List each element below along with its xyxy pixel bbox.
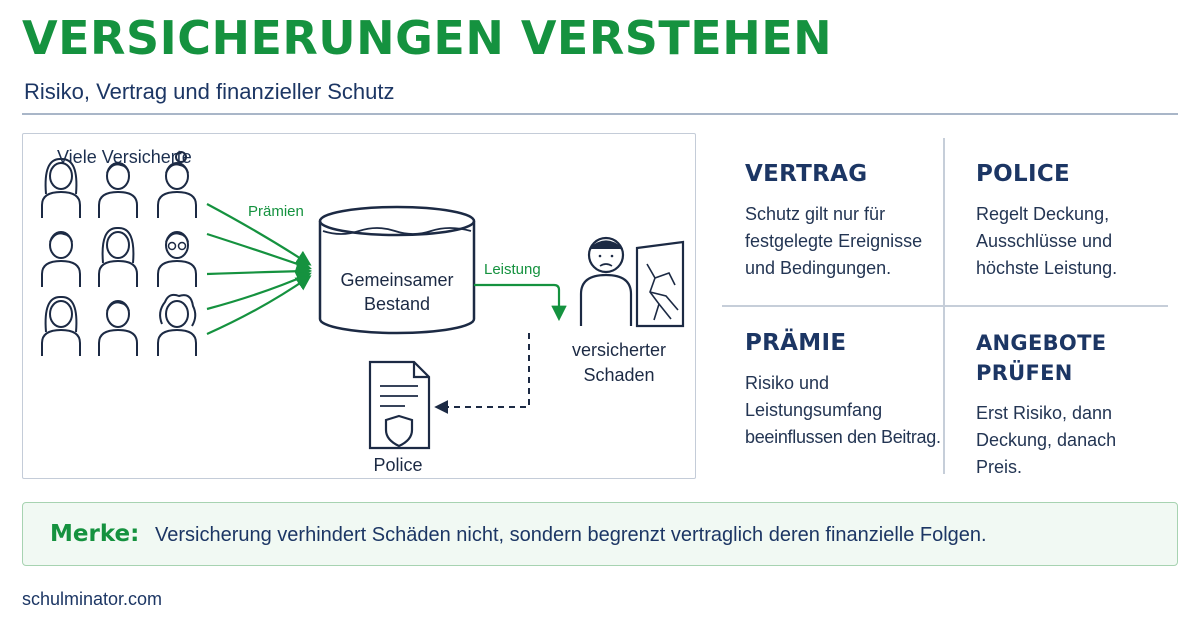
insurance-diagram: Viele Versicherte Prämien Gemeinsamer Be…: [22, 133, 696, 479]
database-cylinder-icon: [318, 205, 476, 335]
person-icon: [157, 151, 197, 218]
person-icon: [98, 226, 138, 287]
premium-arrows: [206, 203, 313, 336]
damage-label-line2: Schaden: [583, 365, 654, 385]
person-icon: [579, 236, 633, 326]
benefit-arrow: [474, 283, 567, 322]
premium-arrow: [206, 263, 313, 279]
person-icon: [98, 300, 138, 356]
card-text-line: beeinflussen den Beitrag.: [745, 427, 941, 447]
premium-arrow: [206, 232, 312, 272]
policy-dashed-arrow: [434, 333, 530, 414]
card-title: POLICE: [976, 161, 1071, 187]
damage-label-line1: versicherter: [572, 340, 666, 360]
premiums-label: Prämien: [248, 203, 304, 220]
card-text-line: Leistungsumfang: [745, 400, 883, 420]
premium-arrow: [206, 271, 312, 311]
person-icon: [157, 293, 197, 356]
card-text-line: Schutz gilt nur für: [745, 204, 886, 224]
card-text-line: festgelegte Ereignisse: [745, 231, 923, 251]
card-title: ANGEBOTE PRÜFEN: [976, 331, 1107, 385]
diagram-canvas: Viele Versicherte Prämien Gemeinsamer Be…: [41, 147, 685, 475]
key-takeaway-label: Merke:: [50, 521, 140, 547]
person-icon: [157, 231, 197, 287]
key-takeaway-box: Merke: Versicherung verhindert Schäden n…: [22, 502, 1178, 566]
policy-document-icon: [368, 360, 431, 450]
pool-label-line1: Gemeinsamer: [340, 270, 453, 290]
footer-source: schulminator.com: [22, 589, 163, 609]
card-angebote-pruefen: ANGEBOTE PRÜFEN Erst Risiko, dann Deckun…: [976, 328, 1176, 481]
premium-arrow: [206, 275, 312, 336]
insured-people-group: [41, 151, 197, 356]
card-text-line: Regelt Deckung,: [976, 204, 1110, 224]
person-icon: [41, 231, 81, 287]
page-title: VERSICHERUNGEN VERSTEHEN: [22, 11, 833, 65]
card-title: PRÄMIE: [745, 330, 847, 356]
pool-label-line2: Bestand: [364, 294, 430, 314]
card-text: Erst Risiko, dann Deckung, danach Preis.: [976, 400, 1176, 481]
card-text-line: und Bedingungen.: [745, 258, 892, 278]
header-divider: [22, 113, 1178, 115]
policy-label: Police: [373, 455, 422, 475]
card-text-line: Ausschlüsse und: [976, 231, 1113, 251]
card-text-line: Deckung, danach: [976, 430, 1117, 450]
card-praemie: PRÄMIE Risiko und Leistungsumfang beeinf…: [745, 328, 945, 451]
cards-horizontal-divider: [722, 305, 1168, 307]
person-icon: [41, 295, 81, 356]
benefit-label: Leistung: [484, 261, 541, 278]
card-text-line: Risiko und: [745, 373, 830, 393]
card-text-line: höchste Leistung.: [976, 258, 1118, 278]
card-text-line: Preis.: [976, 457, 1023, 477]
person-icon: [98, 162, 138, 218]
damaged-window-icon: [635, 240, 685, 328]
card-title: VERTRAG: [745, 161, 868, 187]
card-police: POLICE Regelt Deckung, Ausschlüsse und h…: [976, 159, 1176, 282]
card-text: Schutz gilt nur für festgelegte Ereignis…: [745, 201, 945, 282]
shield-icon: [384, 414, 414, 448]
insured-label: Viele Versicherte: [57, 147, 192, 167]
card-text: Regelt Deckung, Ausschlüsse und höchste …: [976, 201, 1176, 282]
card-text-line: Erst Risiko, dann: [976, 403, 1113, 423]
card-vertrag: VERTRAG Schutz gilt nur für festgelegte …: [745, 159, 945, 282]
card-text: Risiko und Leistungsumfang beeinflussen …: [745, 370, 945, 451]
key-takeaway-text: Versicherung verhindert Schäden nicht, s…: [155, 524, 987, 546]
page-subtitle: Risiko, Vertrag und finanzieller Schutz: [24, 79, 395, 104]
person-icon: [41, 157, 81, 218]
